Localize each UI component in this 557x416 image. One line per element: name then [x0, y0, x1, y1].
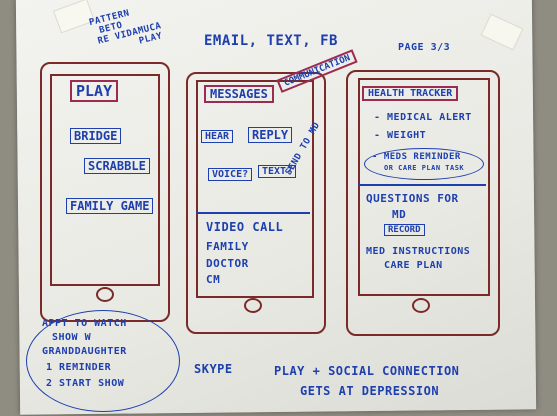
med-instructions-label[interactable]: MED INSTRUCTIONS: [366, 246, 471, 257]
contact-doctor[interactable]: DOCTOR: [206, 257, 249, 270]
divider: [358, 184, 486, 186]
appt-note-line: GRANDDAUGHTER: [42, 346, 127, 357]
text-option[interactable]: TEXT?: [258, 165, 297, 178]
questions-label: QUESTIONS FOR: [366, 192, 459, 205]
skype-note: SKYPE: [194, 362, 233, 376]
phone-health: [346, 70, 500, 336]
contact-family[interactable]: FAMILY: [206, 240, 249, 253]
video-call-label[interactable]: VIDEO CALL: [206, 220, 284, 234]
messages-header[interactable]: MESSAGES: [204, 85, 274, 103]
health-tracker-header[interactable]: HEALTH TRACKER: [362, 86, 459, 101]
appt-note-oval: [26, 310, 180, 412]
home-button: [412, 298, 430, 313]
hear-button[interactable]: HEAR: [201, 130, 234, 143]
menu-item-bridge[interactable]: BRIDGE: [70, 128, 122, 144]
menu-item-family-game[interactable]: FAMILY GAME: [66, 198, 154, 214]
divider: [196, 212, 310, 214]
contact-cm[interactable]: CM: [206, 273, 221, 286]
reply-button[interactable]: REPLY: [248, 127, 293, 143]
channels-note: EMAIL, TEXT, FB: [204, 33, 338, 49]
appt-note-line: 1 REMINDER: [46, 362, 112, 373]
menu-item-scrabble[interactable]: SCRABBLE: [84, 158, 150, 174]
page-label: PAGE 3/3: [398, 42, 451, 53]
home-button: [96, 287, 114, 302]
footer-note-line: PLAY + SOCIAL CONNECTION: [274, 364, 460, 378]
care-plan-label[interactable]: CARE PLAN: [384, 260, 443, 271]
phone-health-screen: [358, 78, 490, 296]
phone-messages-screen: [196, 80, 314, 298]
play-header[interactable]: PLAY: [70, 80, 119, 102]
appt-note-line: SHOW W: [52, 332, 92, 343]
appt-note-line: APPT TO WATCH: [42, 318, 127, 329]
health-item-meds-reminder[interactable]: - MEDS REMINDER: [372, 152, 461, 162]
appt-note-line: 2 START SHOW: [46, 378, 125, 389]
footer-note-line: GETS AT DEPRESSION: [300, 384, 440, 398]
health-item-weight[interactable]: - WEIGHT: [374, 130, 427, 141]
home-button: [244, 298, 262, 313]
md-label: MD: [392, 208, 407, 221]
meds-reminder-oval: [364, 148, 484, 180]
voice-option[interactable]: VOICE?: [208, 168, 253, 181]
care-plan-task-note: OR CARE PLAN TASK: [384, 164, 465, 172]
record-button[interactable]: RECORD: [384, 224, 425, 236]
health-item-medical-alert[interactable]: - MEDICAL ALERT: [374, 112, 472, 123]
phone-play-screen: [50, 74, 160, 286]
phone-messages: [186, 72, 326, 334]
